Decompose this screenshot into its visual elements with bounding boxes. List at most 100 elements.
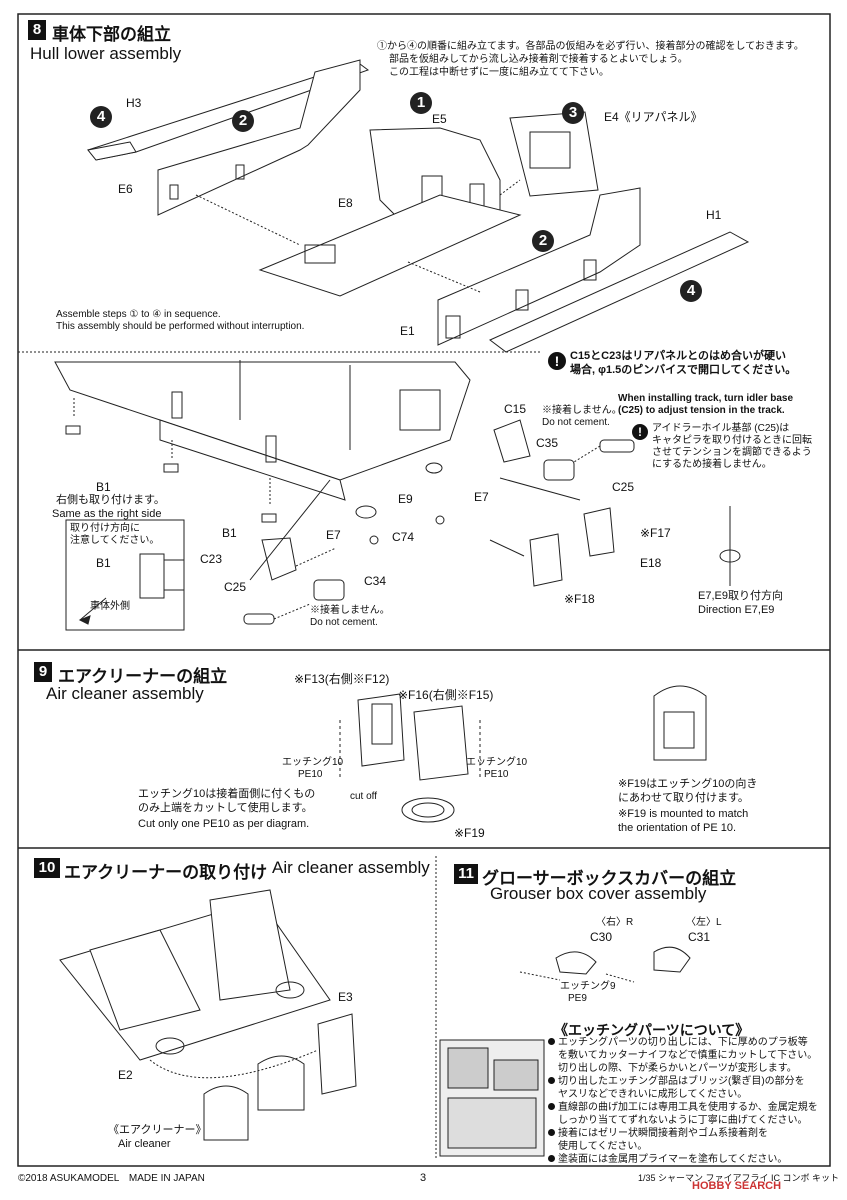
c15-warning-jp-1: C15とC23はリアパネルとのはめ合いが硬い	[570, 350, 787, 362]
part-e3-label: E3	[338, 990, 353, 1004]
etching-bullet-1c: 切り出しの際、下が柔らかいとパーツが変形します。	[558, 1063, 797, 1074]
step8-title-jp: 車体下部の組立	[52, 25, 171, 44]
etching-bullet-3: 直線部の曲げ加工には専用工具を使用するか、金属定規を	[548, 1101, 818, 1114]
pe10-left-en: PE10	[298, 769, 323, 780]
step9-note-en: Cut only one PE10 as per diagram.	[138, 818, 310, 830]
step8-note-jp-1: ①から④の順番に組み立てます。各部品の仮組みを必ず行い、接着部分の確認をしておき…	[377, 41, 804, 52]
pe9-jp: エッチング9	[560, 981, 616, 992]
no-cement-jp-2: ※接着しません。	[310, 605, 390, 616]
part-c15-label: C15	[504, 402, 527, 416]
part-e1-label: E1	[400, 324, 415, 338]
part-e8-label: E8	[338, 196, 353, 210]
step9-note-jp-1: エッチング10は接着面側に付くもの	[138, 788, 316, 800]
step-circle-4a: 4	[90, 106, 112, 128]
step10-title-en: Air cleaner assembly	[272, 858, 430, 877]
b1-note-jp: 右側も取り付けます。	[56, 494, 165, 506]
idler-note-jp-4: にするため接着しません。	[652, 459, 772, 470]
f19-note-jp-1: ※F19はエッチング10の向き	[618, 778, 758, 790]
step9-number-text: 9	[38, 663, 48, 680]
cut-off-label: cut off	[350, 791, 378, 802]
step8-note-en-2: This assembly should be performed withou…	[56, 321, 305, 332]
part-f16-label: ※F16(右側※F15)	[398, 688, 494, 702]
b1-note-en: Same as the right side	[52, 508, 162, 520]
right-r-label: 〈右〉R	[596, 917, 634, 928]
part-h1-label: H1	[706, 208, 722, 222]
part-f18-label: ※F18	[564, 592, 595, 606]
step10-number-text: 10	[38, 859, 56, 876]
air-cleaner-jp: 《エアクリーナー》	[108, 1124, 207, 1136]
part-b1-label-c: B1	[222, 526, 237, 540]
etching-bullet-5: 塗装面には金属用プライマーを塗布してください。	[548, 1153, 818, 1166]
pe10-left-jp: エッチング10	[282, 757, 344, 768]
part-f19-label: ※F19	[454, 826, 485, 840]
step9-number: 9	[34, 662, 52, 682]
etching-title: 《エッチングパーツについて》	[554, 1022, 750, 1038]
part-c34-label: C34	[364, 574, 387, 588]
step9-title-jp: エアクリーナーの組立	[58, 667, 228, 686]
c15-warning-jp-2: 場合, φ1.5のピンバイスで開口してください。	[570, 364, 797, 376]
direction-note-jp-1: 取り付け方向に	[70, 523, 140, 534]
step-circle-4b: 4	[680, 280, 702, 302]
part-h3-label: H3	[126, 96, 142, 110]
idler-note-jp-3: させてテンションを調節できるよう	[652, 447, 812, 458]
part-c23-label: C23	[200, 552, 223, 566]
idler-note-jp-2: キャタピラを取り付けるときに回転	[652, 435, 812, 446]
part-b1-label-inset: B1	[96, 556, 111, 570]
footer-copyright: ©2018 ASUKAMODEL MADE IN JAPAN	[18, 1173, 205, 1184]
no-cement-en-1: Do not cement.	[542, 417, 610, 428]
part-e7-label-b: E7	[474, 490, 489, 504]
part-c25-label-left: C25	[224, 580, 247, 594]
step8-note-en-1: Assemble steps ① to ④ in sequence.	[56, 309, 221, 320]
step11-title-jp: グローサーボックスカバーの組立	[482, 869, 737, 888]
step-circle-3: 3	[562, 102, 584, 124]
footer-product: 1/35 シャーマン ファイアフライ IC コンボ キット	[638, 1173, 840, 1183]
watermark-logo: HOBBY SEARCH	[692, 1180, 781, 1192]
pe10-right-en: PE10	[484, 769, 509, 780]
watermark-text: HOBBY SEARCH	[692, 1180, 782, 1192]
step-circle-2b: 2	[532, 230, 554, 252]
step8-number-text: 8	[32, 21, 42, 38]
etching-bullet-4: 接着にはゼリー状瞬間接着剤やゴム系接着剤を	[548, 1127, 818, 1140]
idler-note-jp-1: アイドラーホイル基部 (C25)は	[652, 423, 790, 434]
part-e2-label: E2	[118, 1068, 133, 1082]
pe9-en: PE9	[568, 993, 587, 1004]
part-c74-label: C74	[392, 530, 415, 544]
step-circle-1: 1	[410, 92, 432, 114]
pe10-right-jp: エッチング10	[466, 757, 528, 768]
step8-note-jp-3: この工程は中断せずに一度に組み立てて下さい。	[389, 67, 609, 78]
part-e6-label: E6	[118, 182, 133, 196]
direction-note-jp-2: 注意してください。	[70, 535, 160, 546]
part-e18-label: E18	[640, 556, 662, 570]
idler-note-en-1: When installing track, turn idler base	[618, 393, 794, 404]
step9-note-jp-2: のみ上端をカットして使用します。	[138, 802, 313, 814]
part-f17-label: ※F17	[640, 526, 671, 540]
step8-note-jp-2: 部品を仮組みしてから流し込み接着剤で接着するとよいでしょう。	[389, 54, 688, 65]
left-l-label: 〈左〉L	[686, 917, 722, 928]
no-cement-jp-1: ※接着しません。	[542, 405, 622, 416]
caution-icon: !	[548, 352, 566, 370]
part-f13-label: ※F13(右側※F12)	[294, 672, 390, 686]
f19-note-jp-2: にあわせて取り付けます。	[618, 792, 749, 804]
step11-number-text: 11	[458, 865, 474, 882]
f19-note-en-2: the orientation of PE 10.	[618, 822, 737, 834]
direction-e7-e9-jp: E7,E9取り付方向	[698, 590, 783, 602]
etching-bullet-3b: しっかり当ててずれないように丁寧に曲げてください。	[558, 1115, 808, 1126]
no-cement-en-2: Do not cement.	[310, 617, 378, 628]
part-e5-label: E5	[432, 112, 447, 126]
step11-title-en: Grouser box cover assembly	[490, 884, 707, 903]
footer-page-number: 3	[420, 1172, 427, 1184]
step10-number: 10	[34, 858, 60, 878]
etching-bullet-4b: 使用してください。	[558, 1141, 648, 1152]
part-e7-label-a: E7	[326, 528, 341, 542]
part-b1-label-a: B1	[96, 480, 111, 494]
etching-bullet-2: 切り出したエッチング部品はブリッジ(繋ぎ目)の部分を	[548, 1075, 818, 1088]
etching-bullet-1b: を敷いてカッターナイフなどで慎重にカットして下さい。	[558, 1050, 818, 1061]
caution-icon-2: !	[632, 424, 648, 440]
part-c25-label-right: C25	[612, 480, 635, 494]
part-c31-label: C31	[688, 930, 711, 944]
step8-number: 8	[28, 20, 46, 40]
step9-title-en: Air cleaner assembly	[46, 684, 204, 703]
etching-bullet-2b: ヤスリなどできれいに成形してください。	[558, 1089, 748, 1100]
step8-title-en: Hull lower assembly	[30, 44, 182, 63]
